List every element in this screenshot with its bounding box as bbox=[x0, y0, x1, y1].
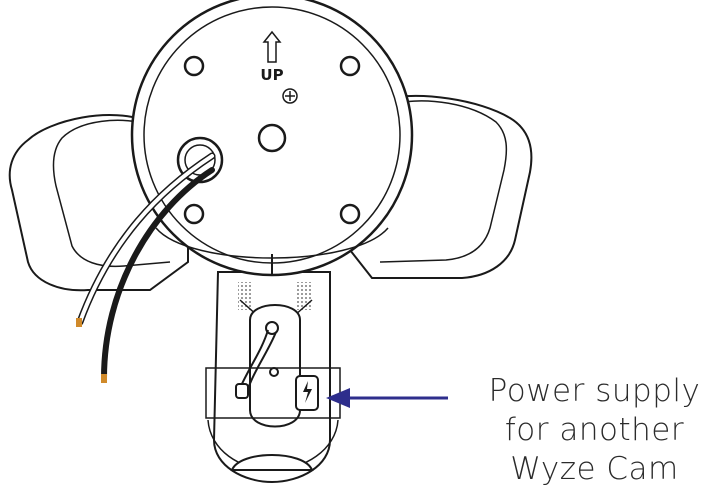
black-wire-tip bbox=[101, 374, 107, 383]
power-supply-port bbox=[295, 375, 319, 411]
callout-line-1: Power supply bbox=[488, 373, 701, 409]
white-wire bbox=[76, 152, 216, 326]
arm-cable bbox=[235, 321, 279, 399]
callout-line-2: for another bbox=[504, 412, 685, 448]
callout-arrow bbox=[326, 388, 448, 408]
lightning-icon bbox=[303, 381, 312, 403]
up-label: UP bbox=[260, 66, 283, 84]
camera-body bbox=[205, 271, 341, 484]
black-wire bbox=[101, 167, 215, 381]
callout-line-3: Wyze Cam bbox=[510, 451, 679, 487]
power-supply-callout: Power supply for another Wyze Cam bbox=[470, 372, 719, 489]
mount-plate bbox=[130, 0, 414, 277]
white-wire-tip bbox=[76, 318, 82, 327]
